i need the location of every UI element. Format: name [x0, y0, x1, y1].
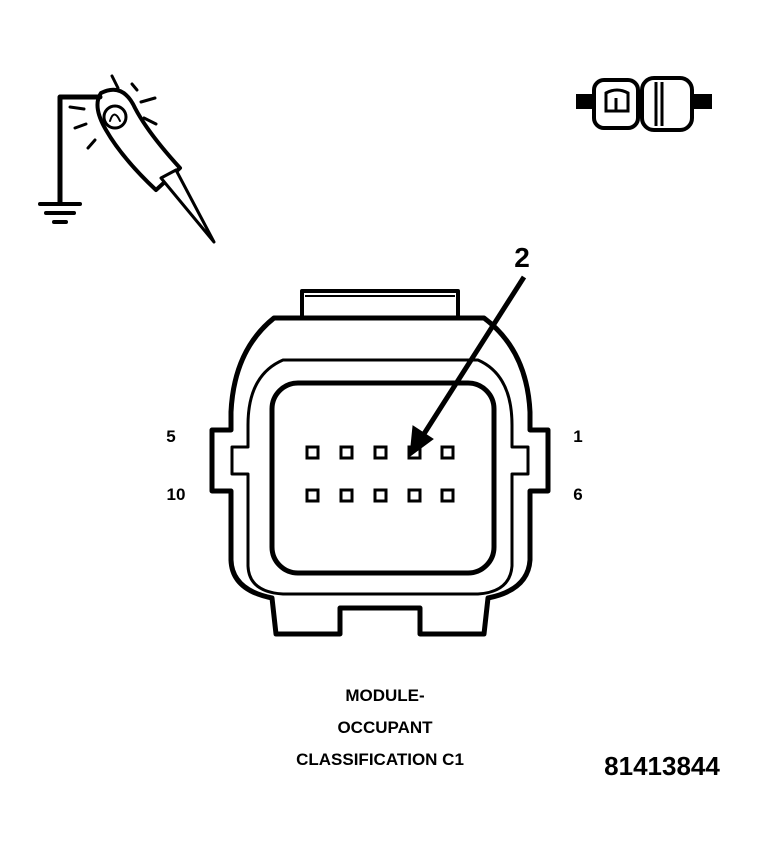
- pin-7: [407, 488, 422, 503]
- caption-line-3: CLASSIFICATION C1: [296, 750, 464, 769]
- caption-line-1: MODULE-: [345, 686, 424, 705]
- ground-wire: [57, 94, 103, 206]
- test-light-probe-icon: [38, 74, 216, 244]
- pin-label-6: 6: [573, 485, 582, 504]
- pin-1: [440, 445, 455, 460]
- pin-4: [339, 445, 354, 460]
- figure-id: 81413844: [604, 751, 720, 781]
- pin-label-10: 10: [167, 485, 186, 504]
- caption-line-2: OCCUPANT: [337, 718, 433, 737]
- callout-arrow: [409, 275, 527, 458]
- probe-tip: [159, 168, 216, 244]
- pin-9: [339, 488, 354, 503]
- pin-label-5: 5: [166, 427, 175, 446]
- pin-label-1: 1: [573, 427, 582, 446]
- callout-number: 2: [514, 242, 530, 273]
- pin-5: [305, 445, 320, 460]
- probe-bulb: [102, 104, 128, 130]
- pin-8: [373, 488, 388, 503]
- pin-3: [373, 445, 388, 460]
- connector-halves-icon: [576, 76, 712, 132]
- connector-face: [209, 289, 551, 637]
- pin-6: [440, 488, 455, 503]
- pin-10: [305, 488, 320, 503]
- terminal-cavity: [269, 380, 497, 576]
